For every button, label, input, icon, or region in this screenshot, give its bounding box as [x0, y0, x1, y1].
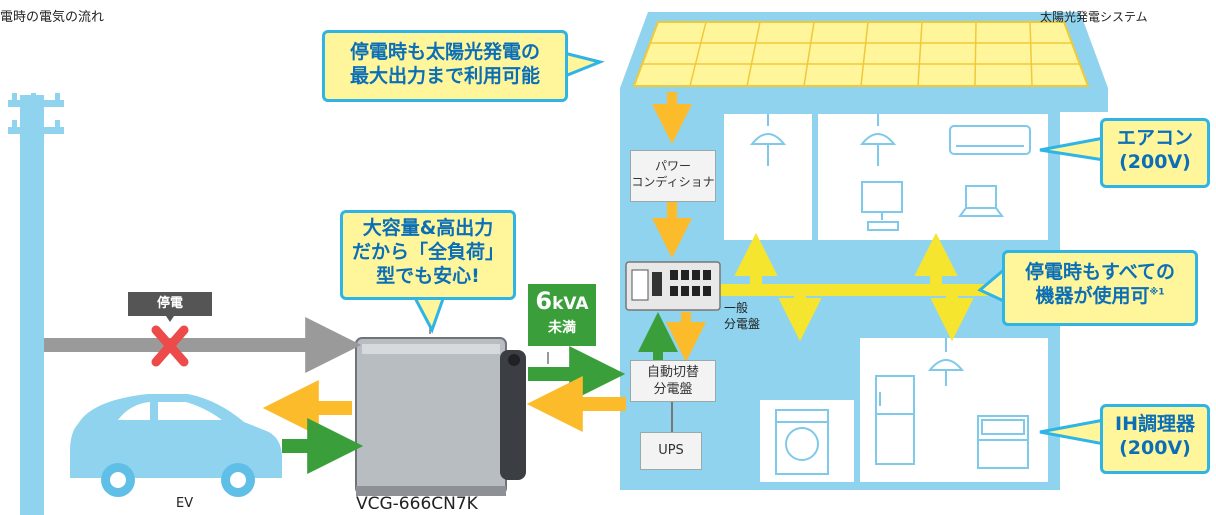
power-outage-badge: 停電 — [128, 292, 212, 316]
v2h-unit — [355, 337, 526, 496]
room-upper-left — [724, 114, 812, 240]
ev-label: EV — [176, 496, 194, 511]
ceiling-light-icon — [749, 114, 787, 166]
capacity-badge: 6kVA 未満 — [528, 284, 596, 346]
distribution-panel-label: 一般 分電盤 — [724, 301, 761, 331]
power-conditioner-box: パワー コンディショナ — [630, 150, 716, 202]
washing-machine-icon — [775, 409, 829, 475]
power-cut-cross-icon — [151, 325, 189, 367]
utility-pole — [8, 93, 64, 515]
solar-system-label: 太陽光発電システム — [1040, 10, 1148, 24]
ups-box: UPS — [640, 432, 702, 470]
room-upper-right — [818, 114, 1048, 240]
laptop-icon — [958, 185, 1004, 217]
distribution-panel-icon — [625, 261, 721, 311]
room-lower-right — [860, 338, 1048, 482]
auto-switch-panel-box: 自動切替 分電盤 — [630, 360, 716, 402]
solar-panel — [632, 21, 1090, 87]
ceiling-light-icon — [859, 114, 897, 166]
desktop-computer-icon — [861, 181, 903, 231]
capacity-callout: 大容量&高出力 だから「全負荷」 型でも安心! — [340, 210, 516, 300]
footnote-mark: ※1 — [1149, 287, 1165, 298]
room-lower-left — [760, 400, 854, 482]
ih-cooker-icon — [977, 415, 1029, 469]
air-conditioner-icon — [949, 125, 1031, 155]
refrigerator-icon — [875, 375, 915, 465]
all-devices-callout: 停電時もすべての 機器が使用可※1 — [1002, 250, 1198, 326]
diagram-caption: 電時の電気の流れ — [0, 10, 105, 25]
solar-callout: 停電時も太陽光発電の 最大出力まで利用可能 — [322, 30, 568, 102]
ev-car-icon — [70, 394, 282, 497]
device-model-label: VCG-666CN7K — [356, 494, 478, 514]
ih-cooker-callout: IH調理器 (200V) — [1100, 404, 1210, 474]
aircon-callout: エアコン (200V) — [1100, 118, 1210, 188]
callout-tail — [411, 294, 447, 334]
